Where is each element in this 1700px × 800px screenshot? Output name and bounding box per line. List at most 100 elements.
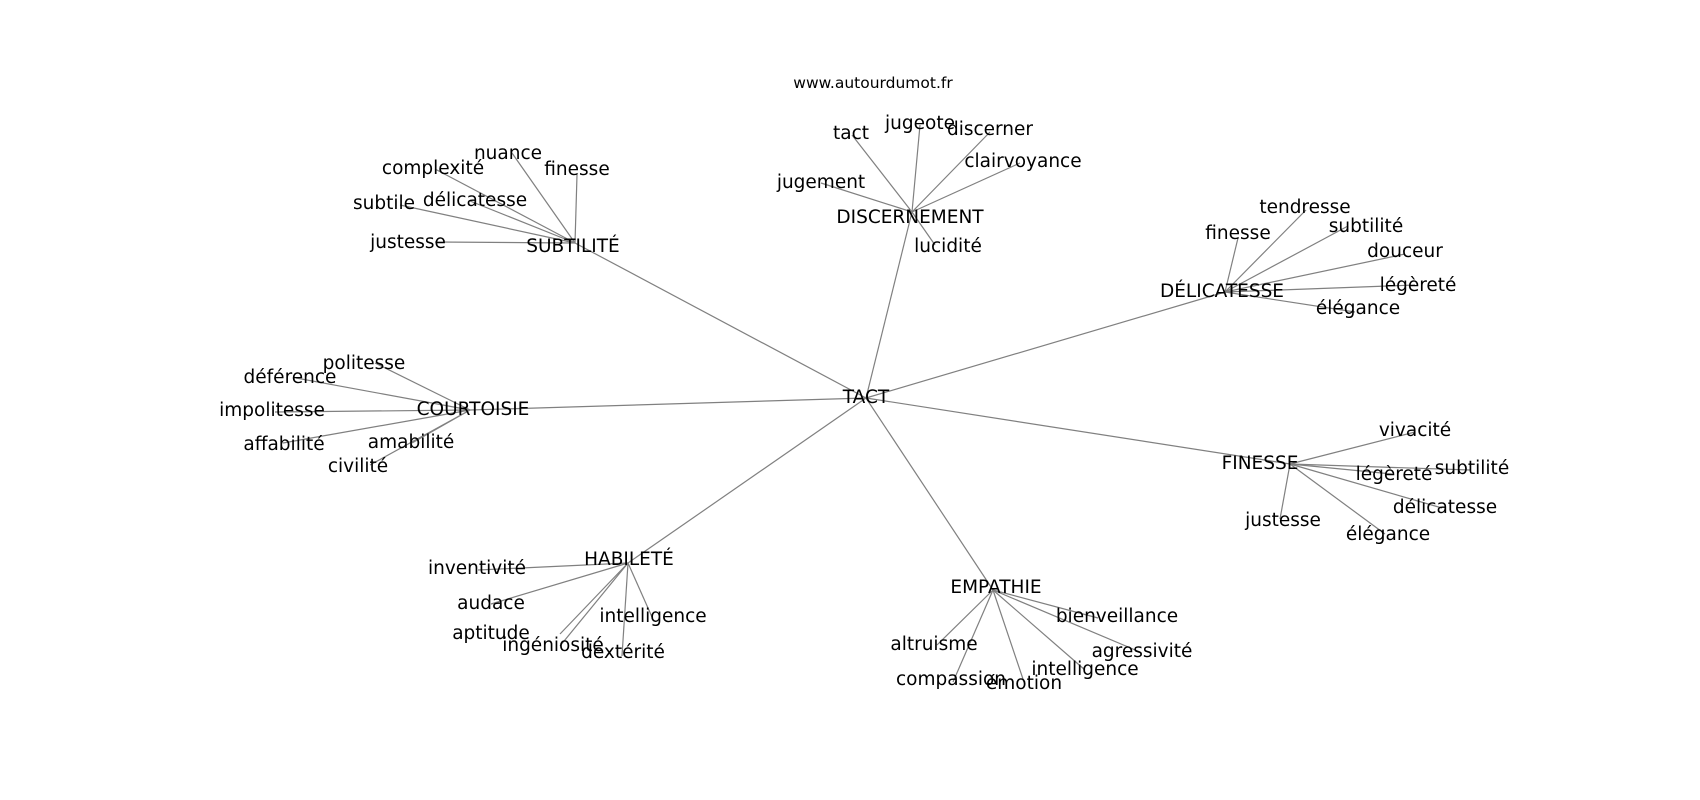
word-node-label: tendresse <box>1259 197 1350 218</box>
word-node-label: bienveillance <box>1056 606 1178 627</box>
word-node-label: inventivité <box>428 558 526 579</box>
hub-node-label: COURTOISIE <box>417 399 530 420</box>
word-node-label: finesse <box>1205 223 1270 244</box>
edge-hub-to-word <box>911 162 1021 213</box>
word-node-label: intelligence <box>599 606 706 627</box>
edge-center-to-hub <box>469 397 867 411</box>
word-node-label: légèreté <box>1380 275 1457 296</box>
word-node-label: agressivité <box>1092 641 1193 662</box>
edge-hub-to-word <box>1279 463 1291 520</box>
word-node-label: jugement <box>776 172 865 193</box>
word-node-label: ingéniosité <box>502 635 604 656</box>
edge-hub-to-word <box>992 589 1141 653</box>
word-node-label: délicatesse <box>1393 497 1497 518</box>
word-node-label: intelligence <box>1031 659 1138 680</box>
edge-hub-to-word <box>369 409 471 466</box>
word-node-label: tact <box>833 123 869 144</box>
edge-hub-to-word <box>1289 463 1393 475</box>
word-node-label: civilité <box>328 456 388 477</box>
center-node-label: TACT <box>842 387 890 408</box>
hub-node-label: EMPATHIE <box>950 577 1041 598</box>
edge-hub-to-word <box>936 589 994 646</box>
edge-hub-to-word <box>627 562 653 618</box>
edge-hub-to-word <box>992 589 1026 686</box>
word-node-label: finesse <box>544 159 609 180</box>
edge-hub-to-word <box>559 562 629 635</box>
edge-center-to-hub <box>865 211 913 399</box>
word-node-label: subtilité <box>1329 216 1403 237</box>
edge-hub-to-word <box>1289 463 1443 509</box>
word-node-label: discerner <box>947 119 1033 140</box>
word-node-label: dextérité <box>581 642 665 663</box>
edge-hub-to-word <box>574 174 578 244</box>
edge-hub-to-word <box>1289 463 1471 471</box>
word-node-label: nuance <box>474 143 542 164</box>
site-url: www.autourdumot.fr <box>793 74 953 92</box>
word-node-label: impolitesse <box>219 400 325 421</box>
edge-hub-to-word <box>1224 209 1307 293</box>
edge-hub-to-word <box>1224 284 1416 293</box>
edge-hub-to-word <box>1224 225 1349 293</box>
word-node-label: justesse <box>369 232 446 253</box>
edge-hub-to-word <box>374 362 471 411</box>
word-node-label: élégance <box>1346 524 1430 545</box>
edge-center-to-hub <box>574 242 867 399</box>
edge-hub-to-word <box>399 204 576 244</box>
edge-hub-to-word <box>490 562 629 605</box>
word-node-label: douceur <box>1367 241 1443 262</box>
edge-hub-to-word <box>952 589 994 683</box>
edge-hub-to-word <box>559 562 629 647</box>
edge-hub-to-word <box>992 589 1086 671</box>
edge-hub-to-word <box>434 241 576 244</box>
edge-hub-to-word <box>911 124 921 213</box>
word-node-label: lucidité <box>914 236 982 257</box>
edge-hub-to-word <box>1224 237 1239 293</box>
word-node-label: complexité <box>382 158 484 179</box>
hub-node-label: SUBTILITÉ <box>526 235 620 257</box>
word-node-label: justesse <box>1244 510 1321 531</box>
word-node-label: affabilité <box>243 434 324 455</box>
edge-hub-to-word <box>911 131 991 213</box>
hub-node-label: DISCERNEMENT <box>836 207 984 228</box>
hub-node-label: FINESSE <box>1222 453 1299 474</box>
word-node-label: subtilité <box>1435 458 1509 479</box>
word-node-label: vivacité <box>1379 420 1451 441</box>
edge-hub-to-word <box>1224 253 1406 293</box>
edge-center-to-hub <box>627 397 867 564</box>
edge-hub-to-word <box>274 409 471 413</box>
word-node-label: délicatesse <box>423 190 527 211</box>
edge-hub-to-word <box>1289 463 1386 535</box>
edge-hub-to-word <box>621 562 629 657</box>
word-node-label: subtile <box>353 193 415 214</box>
word-node-label: compassion <box>896 669 1006 690</box>
word-node-label: clairvoyance <box>964 151 1081 172</box>
word-node-label: légèreté <box>1356 464 1433 485</box>
edge-hub-to-word <box>820 182 913 213</box>
word-node-label: élégance <box>1316 298 1400 319</box>
edges <box>274 124 1471 686</box>
hub-node-label: HABILETÉ <box>584 548 674 570</box>
word-node-label: aptitude <box>452 623 530 644</box>
edge-center-to-hub <box>865 397 1291 465</box>
edge-hub-to-word <box>434 168 576 244</box>
edge-hub-to-word <box>295 377 471 411</box>
word-node-label: déférence <box>244 367 337 388</box>
word-node-label: altruisme <box>890 634 977 655</box>
word-node-label: audace <box>457 593 525 614</box>
edge-hub-to-word <box>282 409 471 444</box>
word-node-label: amabilité <box>368 432 455 453</box>
edge-hub-to-word <box>511 152 576 244</box>
edge-hub-to-word <box>1224 291 1356 313</box>
edge-center-to-hub <box>865 291 1226 399</box>
word-node-label: jugeote <box>884 113 955 134</box>
hub-node-label: DÉLICATESSE <box>1160 280 1284 302</box>
edge-center-to-hub <box>865 397 994 591</box>
edge-hub-to-word <box>1289 431 1416 465</box>
word-node-label: politesse <box>323 353 406 374</box>
edge-hub-to-word <box>911 211 936 246</box>
edge-hub-to-word <box>992 589 1099 619</box>
word-node-label: émotion <box>986 673 1062 694</box>
edge-hub-to-word <box>477 562 629 571</box>
